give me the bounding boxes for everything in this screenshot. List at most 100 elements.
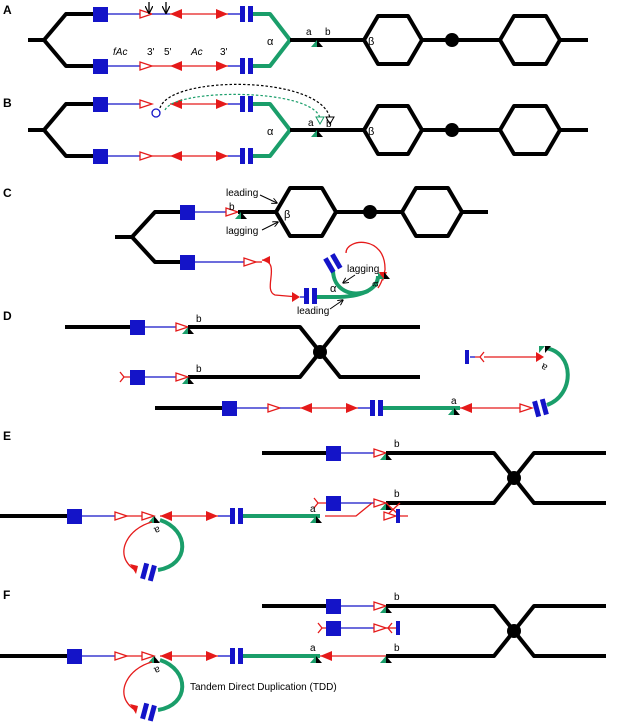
green-triangle-2 — [310, 656, 316, 663]
black-triangle-1 — [386, 606, 392, 613]
blue-square-top — [326, 599, 341, 614]
label-5prime: 5' — [164, 47, 172, 58]
chromosome-bottom-left — [130, 235, 182, 264]
chromosome-top-left — [115, 210, 182, 239]
red-filled-arrowhead-left — [300, 403, 312, 413]
panel-b: B α a b — [3, 83, 588, 164]
red-open-arrowhead-right — [519, 403, 535, 413]
panel-d: D b b a — [3, 309, 570, 418]
red-cross-line-3 — [325, 502, 373, 517]
blue-bar-2 — [238, 648, 243, 664]
black-triangle — [241, 212, 247, 219]
blue-square-mid — [326, 621, 341, 636]
red-open-arrowhead-mid — [373, 623, 389, 633]
blue-bar-top-1 — [240, 96, 245, 112]
label-leading-top: leading — [226, 188, 258, 199]
red-open-arrowhead-loop — [141, 511, 157, 521]
black-triangle-2 — [188, 377, 194, 384]
blue-bar-1 — [230, 508, 235, 524]
blue-bar-rot-2 — [330, 253, 343, 270]
red-open-arrowhead-mid — [373, 498, 389, 508]
green-open-triangle — [315, 116, 325, 126]
blue-bar-top-2 — [248, 96, 253, 112]
blue-square-top — [180, 205, 195, 220]
panel-e-label: E — [3, 429, 11, 443]
red-filled-arrowhead-right — [320, 651, 332, 661]
lagging-arrow — [261, 222, 278, 231]
panel-a: A — [3, 2, 588, 74]
red-filled-arrowhead-right — [292, 292, 300, 302]
red-open-arrowhead-top — [373, 601, 389, 611]
black-triangle-3 — [454, 408, 460, 415]
red-open-arrowhead-mid — [175, 372, 191, 382]
blue-bar-rot-1 — [140, 702, 150, 720]
red-filled-arrowhead-loop — [536, 352, 544, 362]
panel-e: E b b — [0, 429, 606, 582]
loop-green-triangle — [539, 346, 545, 353]
replication-bubble-2 — [498, 14, 562, 66]
chromatid-top — [386, 451, 606, 480]
chromosome-top-left — [28, 12, 95, 42]
rotated-blue-bars — [323, 253, 343, 274]
blue-square-bottom — [93, 59, 108, 74]
red-filled-arrowhead-right — [346, 403, 358, 413]
label-a: a — [308, 118, 314, 129]
blue-bar-rot-2 — [147, 564, 157, 582]
label-beta: β — [368, 126, 374, 138]
tdd-caption: Tandem Direct Duplication (TDD) — [190, 682, 337, 693]
blue-bar-rot-1 — [532, 400, 542, 418]
blue-bar-bottom-1 — [240, 58, 245, 74]
label-3prime-1: 3' — [147, 47, 155, 58]
red-open-tail-right — [387, 622, 393, 634]
red-open-arrowhead-bottom — [139, 61, 155, 71]
chromatid-top — [386, 604, 606, 633]
label-alpha: α — [267, 36, 274, 48]
red-filled-arrowhead-bottom — [170, 151, 182, 161]
red-open-arrowhead-bottom — [114, 511, 130, 521]
red-open-arrowhead-top — [175, 322, 191, 332]
red-open-arrowhead-top — [139, 9, 155, 19]
label-alpha: α — [330, 283, 337, 295]
label-beta: β — [368, 36, 374, 48]
red-loop — [345, 241, 386, 289]
panel-c-label: C — [3, 186, 12, 200]
red-open-tail — [119, 371, 130, 383]
panel-a-label: A — [3, 3, 12, 17]
blue-bar-top-1 — [240, 6, 245, 22]
panel-c: C leading b — [3, 186, 488, 317]
green-triangle — [311, 130, 317, 137]
blue-bar-mid — [396, 621, 400, 635]
label-leading-bottom: leading — [297, 306, 329, 317]
chromosome-top-left — [28, 102, 95, 132]
label-loop-a: a — [152, 523, 161, 535]
loop-black-triangle — [154, 516, 160, 523]
green-triangle-3 — [310, 516, 316, 523]
label-b: b — [326, 119, 332, 130]
label-ac: Ac — [190, 47, 203, 58]
rotated-blue-bars — [532, 398, 549, 418]
red-open-arrowhead-bottom — [243, 257, 259, 267]
label-b1: b — [196, 314, 202, 325]
red-loop-arrowhead — [130, 564, 138, 574]
blue-square-top — [130, 320, 145, 335]
blue-bar-bottom-1 — [240, 148, 245, 164]
red-bridge — [261, 259, 299, 298]
red-open-arrowhead-top — [225, 207, 241, 217]
rotated-blue-bars — [140, 702, 157, 722]
green-triangle-3 — [380, 656, 386, 663]
label-lagging-top: lagging — [226, 226, 258, 237]
red-open-arrowhead-bottom — [139, 151, 155, 161]
blue-bar-bottom-2 — [248, 58, 253, 74]
green-dotted-arc — [164, 93, 321, 119]
red-filled-arrowhead-bridge — [262, 256, 270, 264]
label-b2: b — [196, 364, 202, 375]
green-triangle-1 — [380, 606, 386, 613]
green-triangle-3 — [448, 408, 454, 415]
black-triangle-3 — [316, 516, 322, 523]
red-loop — [123, 661, 153, 711]
black-triangle-1 — [188, 327, 194, 334]
panel-d-label: D — [3, 309, 12, 323]
label-b2: b — [394, 643, 400, 654]
green-segment-top — [253, 102, 292, 132]
red-open-tail-mid — [313, 497, 326, 509]
